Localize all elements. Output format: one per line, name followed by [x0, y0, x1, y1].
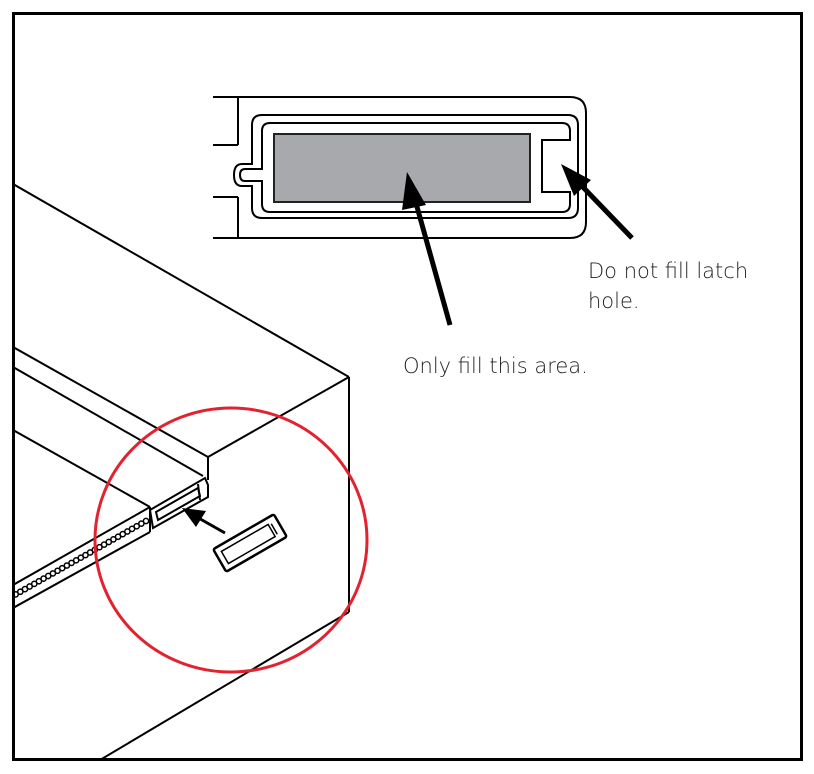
latch-hole-callout-line2: hole. — [588, 289, 640, 313]
fill-area-callout: Only fill this area. — [403, 354, 588, 378]
fill-area — [273, 133, 531, 203]
highlight-circle — [93, 406, 369, 674]
latch-detail — [213, 96, 587, 239]
latch-slot — [148, 476, 209, 530]
perforation-dot — [14, 591, 20, 598]
cabinet-drawing — [14, 183, 350, 759]
rail-perforations — [14, 517, 150, 599]
arrow-icon — [402, 172, 453, 326]
arrow-icon — [182, 508, 226, 535]
latch-piece — [212, 513, 288, 573]
arrow-icon — [561, 164, 634, 240]
diagram-frame — [12, 12, 803, 761]
latch-hole-callout-line1: Do not fill latch — [588, 259, 749, 283]
